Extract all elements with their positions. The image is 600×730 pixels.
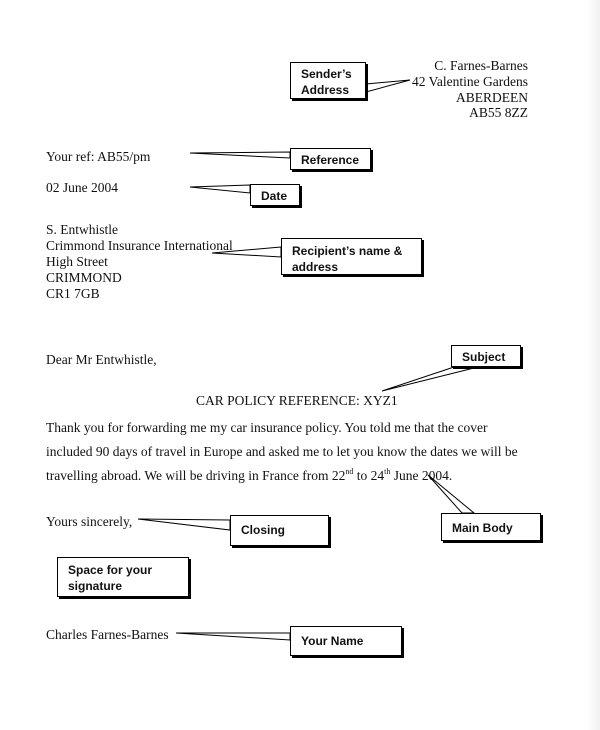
sender-city: ABERDEEN: [456, 90, 528, 105]
callout-date: Date: [250, 184, 300, 206]
ordinal-suffix-2: th: [384, 467, 391, 476]
callout-senders-address-label: Sender’s Address: [301, 67, 352, 97]
closing-line: Yours sincerely,: [46, 514, 133, 529]
recipient-postcode: CR1 7GB: [46, 286, 100, 301]
callout-recipient-label: Recipient’s name & address: [292, 244, 403, 274]
salutation: Dear Mr Entwhistle,: [46, 352, 157, 367]
recipient-name: S. Entwhistle: [46, 222, 119, 237]
callout-signature: Space for your signature: [57, 557, 189, 597]
body-line-3-end: June 2004.: [390, 468, 453, 483]
pointer-reference: [189, 151, 291, 159]
pointer-main-body: [427, 474, 476, 514]
body-line-3-start: travelling abroad. We will be driving in…: [46, 468, 346, 483]
recipient-city: CRIMMOND: [46, 270, 122, 285]
callout-main-body: Main Body: [441, 513, 541, 541]
body-line-3: travelling abroad. We will be driving in…: [46, 468, 452, 484]
sender-name: C. Farnes-Barnes: [434, 58, 528, 73]
page-edge-shadow: [586, 0, 600, 730]
pointer-recipient: [211, 246, 282, 258]
pointer-subject: [381, 364, 472, 392]
ordinal-suffix-1: nd: [345, 467, 354, 476]
recipient-company: Crimmond Insurance International: [46, 238, 233, 253]
callout-reference: Reference: [290, 148, 371, 170]
subject-line: CAR POLICY REFERENCE: XYZ1: [196, 393, 398, 408]
sender-postcode: AB55 8ZZ: [469, 105, 528, 120]
letter-date: 02 June 2004: [46, 180, 118, 195]
callout-your-name: Your Name: [290, 626, 402, 656]
pointer-your-name: [175, 632, 291, 641]
body-line-3-middle: to 24: [353, 468, 385, 483]
pointer-closing: [137, 518, 231, 531]
body-line-1: Thank you for forwarding me my car insur…: [46, 420, 488, 435]
callout-signature-label: Space for your signature: [68, 563, 153, 593]
body-line-2: included 90 days of travel in Europe and…: [46, 444, 518, 459]
callout-recipient: Recipient’s name & address: [281, 238, 422, 275]
pointer-senders-address: [365, 79, 411, 93]
pointer-date: [189, 184, 251, 194]
sender-street: 42 Valentine Gardens: [412, 74, 528, 89]
callout-closing: Closing: [230, 515, 329, 546]
recipient-street: High Street: [46, 254, 108, 269]
signature-name: Charles Farnes-Barnes: [46, 627, 169, 642]
callout-subject: Subject: [451, 345, 521, 367]
callout-senders-address: Sender’s Address: [290, 62, 366, 99]
reference-line: Your ref: AB55/pm: [46, 149, 151, 164]
